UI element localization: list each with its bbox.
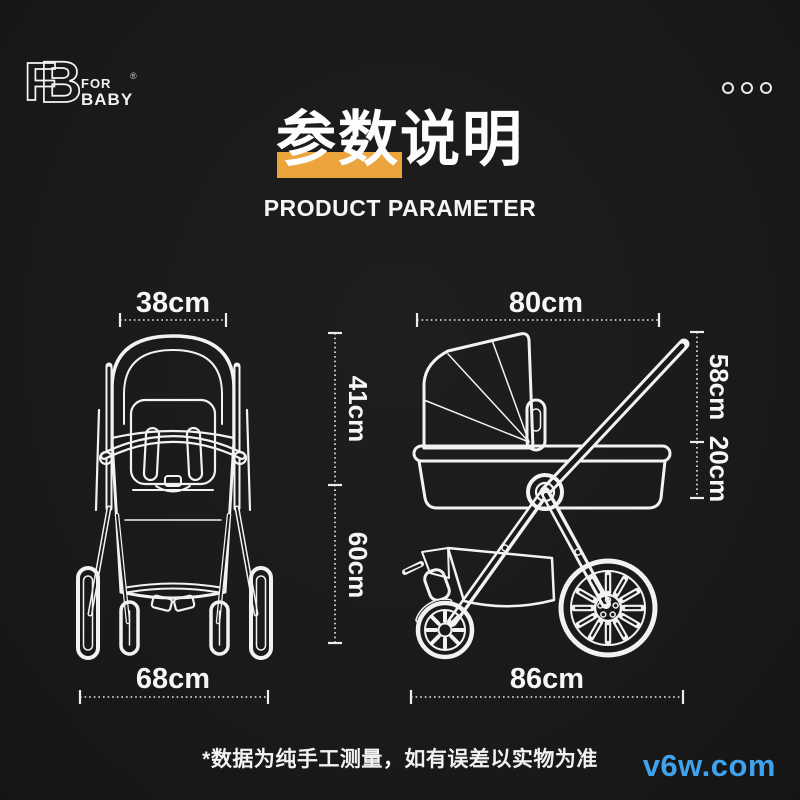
registered-mark-icon: ® bbox=[130, 71, 137, 81]
front-upper-height-label: 41cm bbox=[343, 376, 373, 443]
side-base-length-label: 86cm bbox=[510, 663, 584, 695]
front-lower-height-label: 60cm bbox=[343, 532, 373, 599]
front-top-width-label: 38cm bbox=[136, 287, 210, 319]
page-subtitle: PRODUCT PARAMETER bbox=[263, 195, 537, 221]
side-view-dimensions: 80cm 58cm 20cm 86cm bbox=[409, 287, 734, 704]
measurement-disclaimer: *数据为纯手工测量，如有误差以实物为准 bbox=[202, 748, 598, 771]
brand-logo: F B FOR BABY ® bbox=[24, 52, 137, 114]
front-base-width-label: 68cm bbox=[136, 663, 210, 695]
logo-monogram-b: B bbox=[40, 52, 82, 114]
logo-monogram-f: F bbox=[24, 52, 57, 112]
logo-word-baby: BABY bbox=[81, 90, 133, 109]
side-lower-height-label: 20cm bbox=[704, 436, 734, 503]
watermark-link[interactable]: v6w.com bbox=[642, 748, 776, 783]
side-top-length-label: 80cm bbox=[509, 287, 583, 319]
dot-circle-icon bbox=[722, 82, 734, 94]
dot-circle-icon bbox=[741, 82, 753, 94]
stroller-side-view-drawing bbox=[402, 332, 690, 660]
side-upper-height-label: 58cm bbox=[704, 354, 734, 421]
logo-word-for: FOR bbox=[81, 76, 111, 91]
dimension-diagram: 38cm 41cm 60cm 68cm 80cm 58cm 20cm 86cm bbox=[76, 287, 734, 704]
stroller-front-view-drawing bbox=[76, 334, 273, 660]
front-view-dimensions: 38cm 41cm 60cm 68cm bbox=[78, 287, 373, 704]
dot-circle-icon bbox=[760, 82, 772, 94]
page-title: 参数说明 bbox=[276, 106, 524, 173]
title-accent-bar bbox=[277, 152, 402, 178]
menu-dots-icon bbox=[722, 82, 772, 94]
